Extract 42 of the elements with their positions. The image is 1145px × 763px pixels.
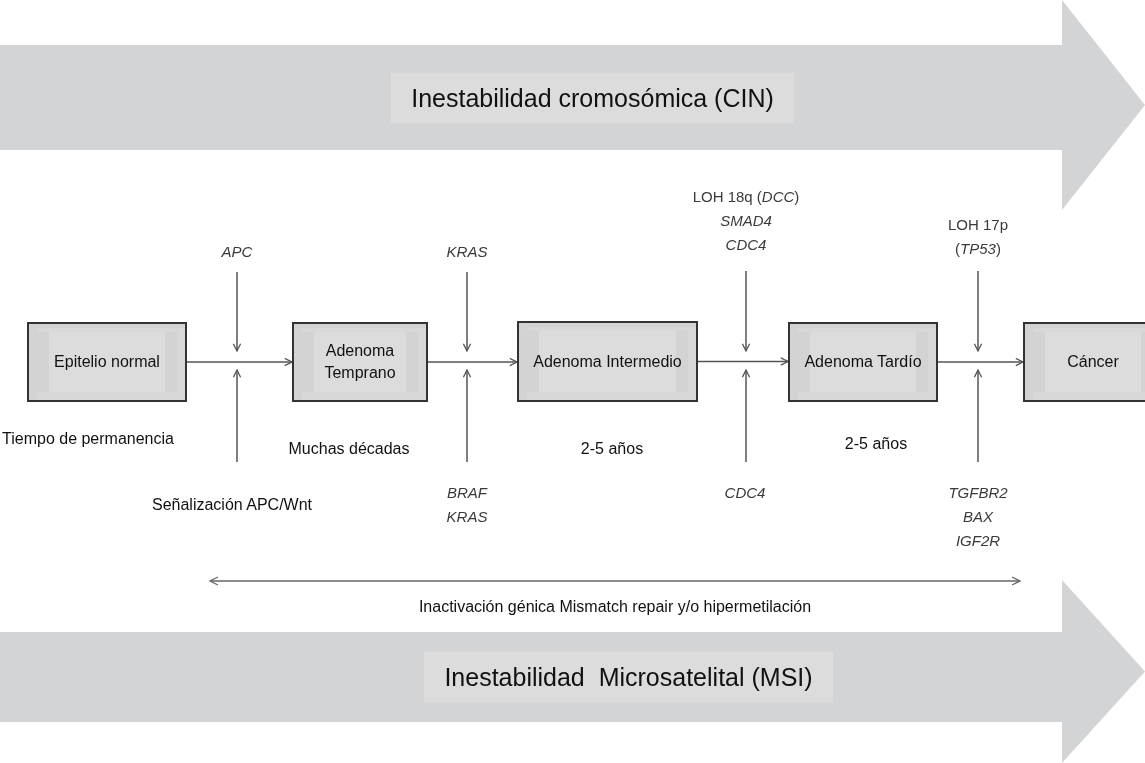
- gene-label: TGFBR2: [948, 483, 1008, 503]
- gene-label: APC: [221, 242, 253, 262]
- stage-box: [292, 322, 428, 402]
- gene-label: BRAF: [447, 483, 487, 503]
- stage-label: Epitelio normal: [53, 352, 161, 373]
- arrow: [186, 357, 293, 367]
- stage-label: Adenoma Intermedio: [532, 351, 683, 372]
- arrow: [462, 271, 472, 352]
- gene-label: KRAS: [446, 507, 488, 527]
- arrow: [741, 270, 751, 352]
- gene-label: KRAS: [446, 242, 488, 262]
- note-label: Tiempo de permanencia: [2, 429, 174, 449]
- arrow: [697, 357, 789, 366]
- gene-label: LOH 17p (TP53): [946, 215, 1009, 259]
- stage-label: Adenoma Tardío: [803, 352, 923, 373]
- stage-label: Adenoma Temprano: [323, 341, 397, 383]
- gene-label: SMAD4: [720, 211, 772, 231]
- arrow: [937, 357, 1024, 367]
- note-label: Inactivación génica Mismatch repair y/o hipermetilación: [418, 597, 812, 617]
- gene-label: CDC4: [725, 235, 767, 255]
- gene-label: IGF2R: [955, 531, 1001, 551]
- stage-box: [788, 322, 938, 402]
- arrow: [427, 357, 518, 367]
- stage-box: [27, 322, 187, 402]
- arrow: [232, 369, 242, 463]
- gene-label: BAX: [963, 507, 993, 527]
- stage-box: [517, 321, 698, 402]
- stage-label: Cáncer: [1066, 352, 1120, 373]
- note-label: 2-5 años: [844, 434, 908, 454]
- arrow: [232, 271, 242, 352]
- band-label: Inestabilidad Microsatelital (MSI): [424, 651, 833, 703]
- band-label: Inestabilidad cromosómica (CIN): [391, 72, 794, 123]
- gene-label: CDC4: [724, 483, 766, 503]
- arrow: [462, 369, 472, 463]
- arrow: [973, 369, 983, 463]
- arrow: [741, 369, 751, 463]
- pathway-label: Señalización APC/Wnt: [151, 495, 313, 515]
- arrow: [973, 270, 983, 352]
- note-label: Muchas décadas: [288, 439, 410, 459]
- gene-label: LOH 18q (DCC): [692, 187, 800, 207]
- stage-box: [1023, 322, 1145, 402]
- note-label: 2-5 años: [580, 439, 644, 459]
